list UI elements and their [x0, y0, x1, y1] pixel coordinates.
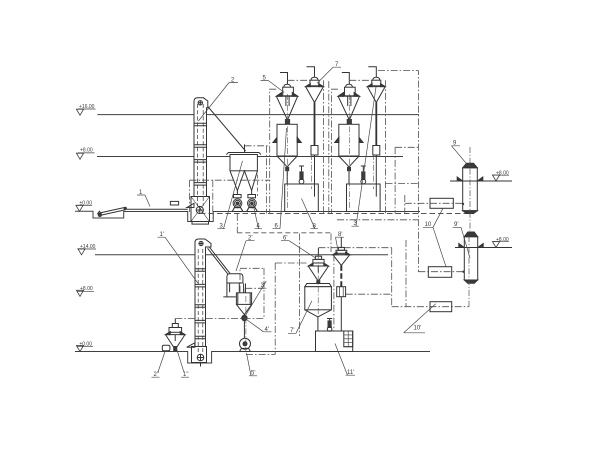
svg-text:10: 10: [425, 222, 432, 228]
svg-text:11': 11': [347, 370, 354, 376]
svg-text:3: 3: [354, 221, 358, 227]
svg-text:+8.00: +8.00: [496, 171, 509, 177]
svg-text:1: 1: [139, 190, 143, 196]
svg-text:5: 5: [263, 76, 267, 82]
svg-text:+8.00: +8.00: [80, 286, 93, 292]
svg-text:10': 10': [414, 326, 422, 332]
svg-text:4': 4': [265, 327, 269, 333]
svg-text:4: 4: [257, 224, 261, 230]
svg-text:2": 2": [154, 372, 159, 378]
svg-text:±0.00: ±0.00: [80, 201, 93, 207]
svg-text:+8.00: +8.00: [80, 148, 93, 154]
svg-text:6: 6: [275, 224, 279, 230]
svg-text:7: 7: [335, 62, 339, 68]
svg-text:3: 3: [220, 224, 224, 230]
svg-text:5': 5': [251, 371, 255, 377]
svg-text:2': 2': [248, 236, 252, 242]
svg-text:3': 3': [261, 283, 265, 289]
svg-text:+14.00: +14.00: [80, 244, 96, 250]
svg-text:6': 6': [283, 236, 287, 242]
svg-text:±0.00: ±0.00: [80, 341, 93, 347]
svg-text:9': 9': [454, 222, 458, 228]
svg-text:1': 1': [160, 232, 164, 238]
svg-text:+16.00: +16.00: [79, 104, 95, 110]
svg-text:2: 2: [231, 78, 235, 84]
svg-text:8: 8: [313, 224, 317, 230]
svg-text:9: 9: [453, 141, 457, 147]
svg-text:8': 8': [338, 232, 342, 238]
svg-text:+8.00: +8.00: [496, 237, 509, 243]
svg-text:1": 1": [183, 372, 188, 378]
svg-text:7': 7': [290, 328, 294, 334]
